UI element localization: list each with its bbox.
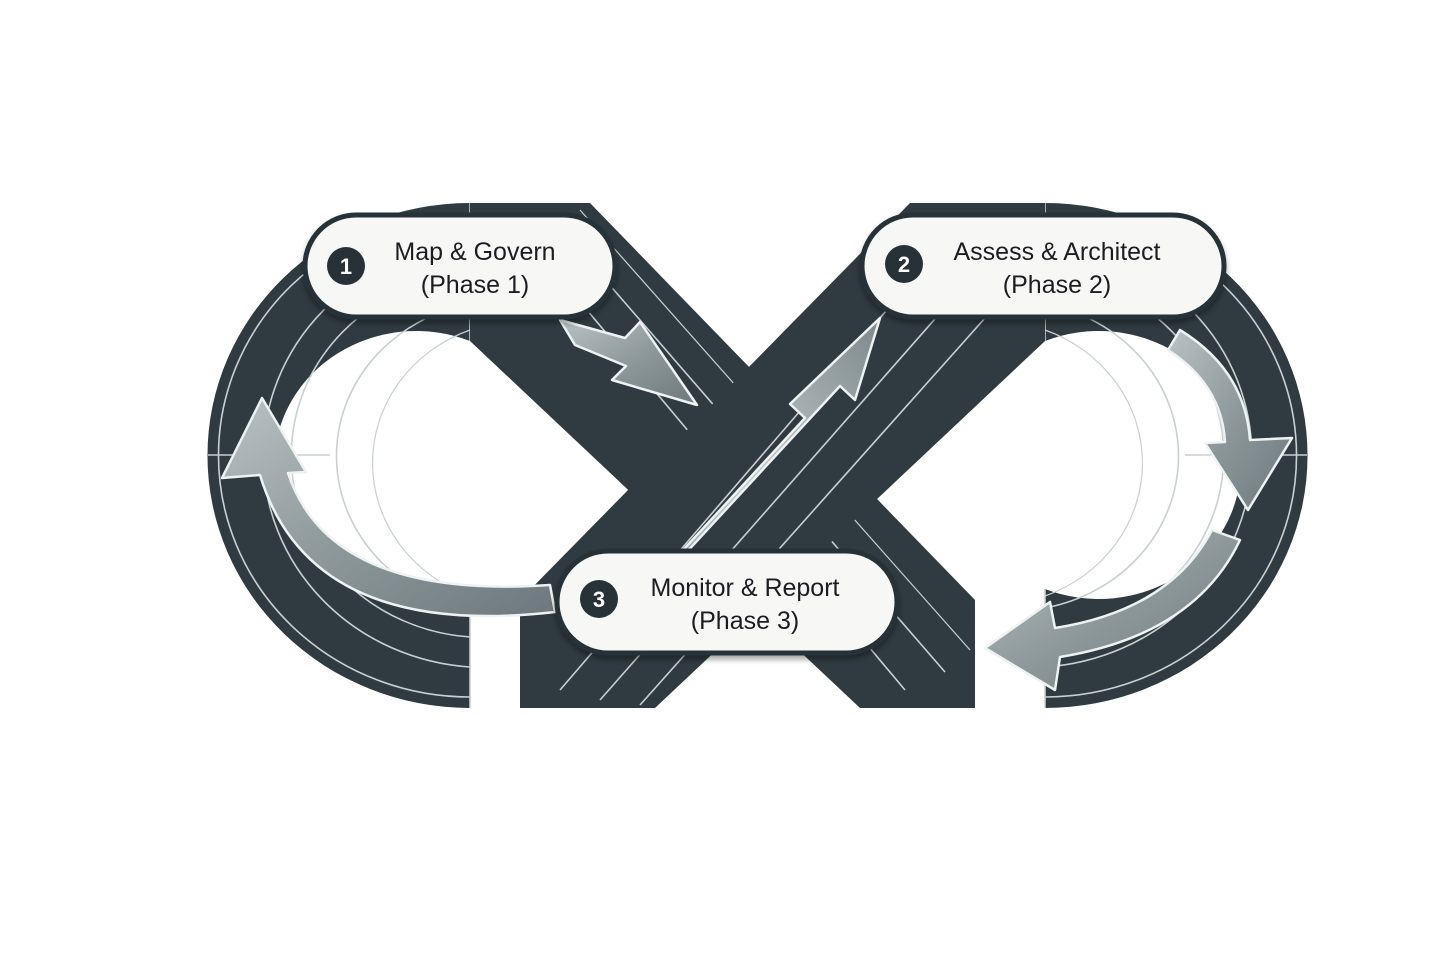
arrow-from-phase-1	[558, 318, 699, 407]
left-loop-track	[207, 203, 470, 708]
phase-2-title: Assess & Architect	[953, 238, 1160, 266]
phase-1-badge	[327, 247, 365, 285]
phase-2-number: 2	[898, 252, 910, 277]
arrow-right-descending	[1166, 328, 1294, 512]
right-lane-line	[1044, 329, 1144, 597]
phase-1-label: 1 Map & Govern (Phase 1)	[302, 212, 618, 320]
phase-1-title: Map & Govern	[394, 238, 555, 266]
arrow-bottom-right-leftward	[983, 528, 1242, 692]
phase-3-label-box	[554, 548, 900, 656]
phase-2-subtitle: (Phase 2)	[1003, 271, 1111, 299]
phase-3-label: 3 Monitor & Report (Phase 3)	[554, 548, 900, 656]
phase-3-badge	[580, 580, 618, 618]
left-lane-line	[371, 329, 471, 597]
phase-2-label: 2 Assess & Architect (Phase 2)	[859, 212, 1227, 320]
phase-2-label-box	[859, 212, 1227, 320]
phase-2-badge	[885, 245, 923, 283]
phase-1-label-box	[302, 212, 618, 320]
right-lane-line	[1044, 303, 1180, 609]
arrow-left-ascending	[220, 396, 557, 618]
phase-3-title: Monitor & Report	[651, 574, 840, 602]
phase-1-number: 1	[340, 254, 352, 279]
phase-3-number: 3	[593, 587, 605, 612]
phase-1-subtitle: (Phase 1)	[421, 271, 529, 299]
phase-3-subtitle: (Phase 3)	[691, 607, 799, 635]
right-loop-track	[1045, 203, 1308, 708]
